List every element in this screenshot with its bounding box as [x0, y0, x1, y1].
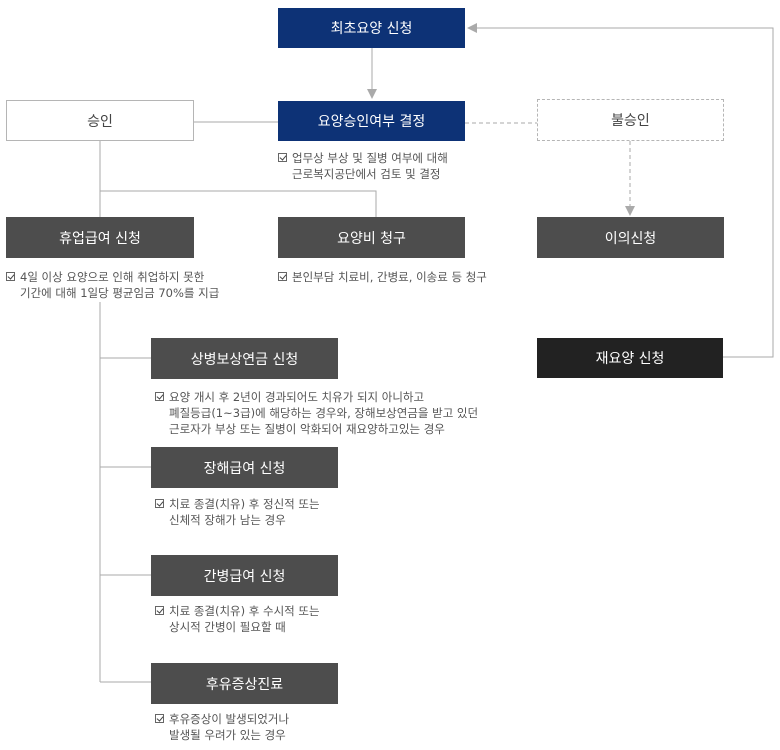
nursing-benefit-box: 간병급여 신청 — [151, 555, 338, 596]
initial-application-box: 최초요양 신청 — [278, 8, 465, 48]
checkbox-icon — [278, 153, 287, 162]
objection-box: 이의신청 — [537, 217, 724, 258]
arrow-re-treatment-to-initial — [467, 23, 774, 358]
approve-box: 승인 — [6, 100, 194, 141]
line-to-medical-cost — [100, 190, 377, 217]
re-treatment-box: 재요양 신청 — [537, 338, 723, 378]
checkbox-icon — [155, 392, 164, 401]
checkbox-icon — [6, 272, 15, 281]
injury-pension-box: 상병보상연금 신청 — [151, 338, 338, 379]
injury-pension-note: 요양 개시 후 2년이 경과되어도 치유가 되지 아니하고 폐질등급(1~3급)… — [155, 389, 478, 437]
medical-cost-note: 본인부담 치료비, 간병료, 이송료 등 청구 — [278, 269, 487, 285]
checkbox-icon — [278, 272, 287, 281]
suspension-benefit-box: 휴업급여 신청 — [6, 217, 194, 258]
aftercare-box: 후유증상진료 — [151, 663, 338, 704]
medical-cost-box: 요양비 청구 — [278, 217, 465, 258]
aftercare-note: 후유증상이 발생되었거나 발생될 우려가 있는 경우 — [155, 711, 289, 743]
checkbox-icon — [155, 606, 164, 615]
disability-benefit-box: 장해급여 신청 — [151, 447, 338, 488]
suspension-note: 4일 이상 요양으로 인해 취업하지 못한 기간에 대해 1일당 평균임금 70… — [6, 269, 219, 301]
reject-box: 불승인 — [537, 99, 724, 141]
nursing-note: 치료 종결(치유) 후 수시적 또는 상시적 간병이 필요할 때 — [155, 603, 320, 635]
checkbox-icon — [155, 714, 164, 723]
disability-note: 치료 종결(치유) 후 정신적 또는 신체적 장해가 남는 경우 — [155, 496, 320, 528]
checkbox-icon — [155, 499, 164, 508]
decision-box: 요양승인여부 결정 — [278, 101, 465, 141]
decision-note: 업무상 부상 및 질병 여부에 대해 근로복지공단에서 검토 및 결정 — [278, 150, 448, 182]
